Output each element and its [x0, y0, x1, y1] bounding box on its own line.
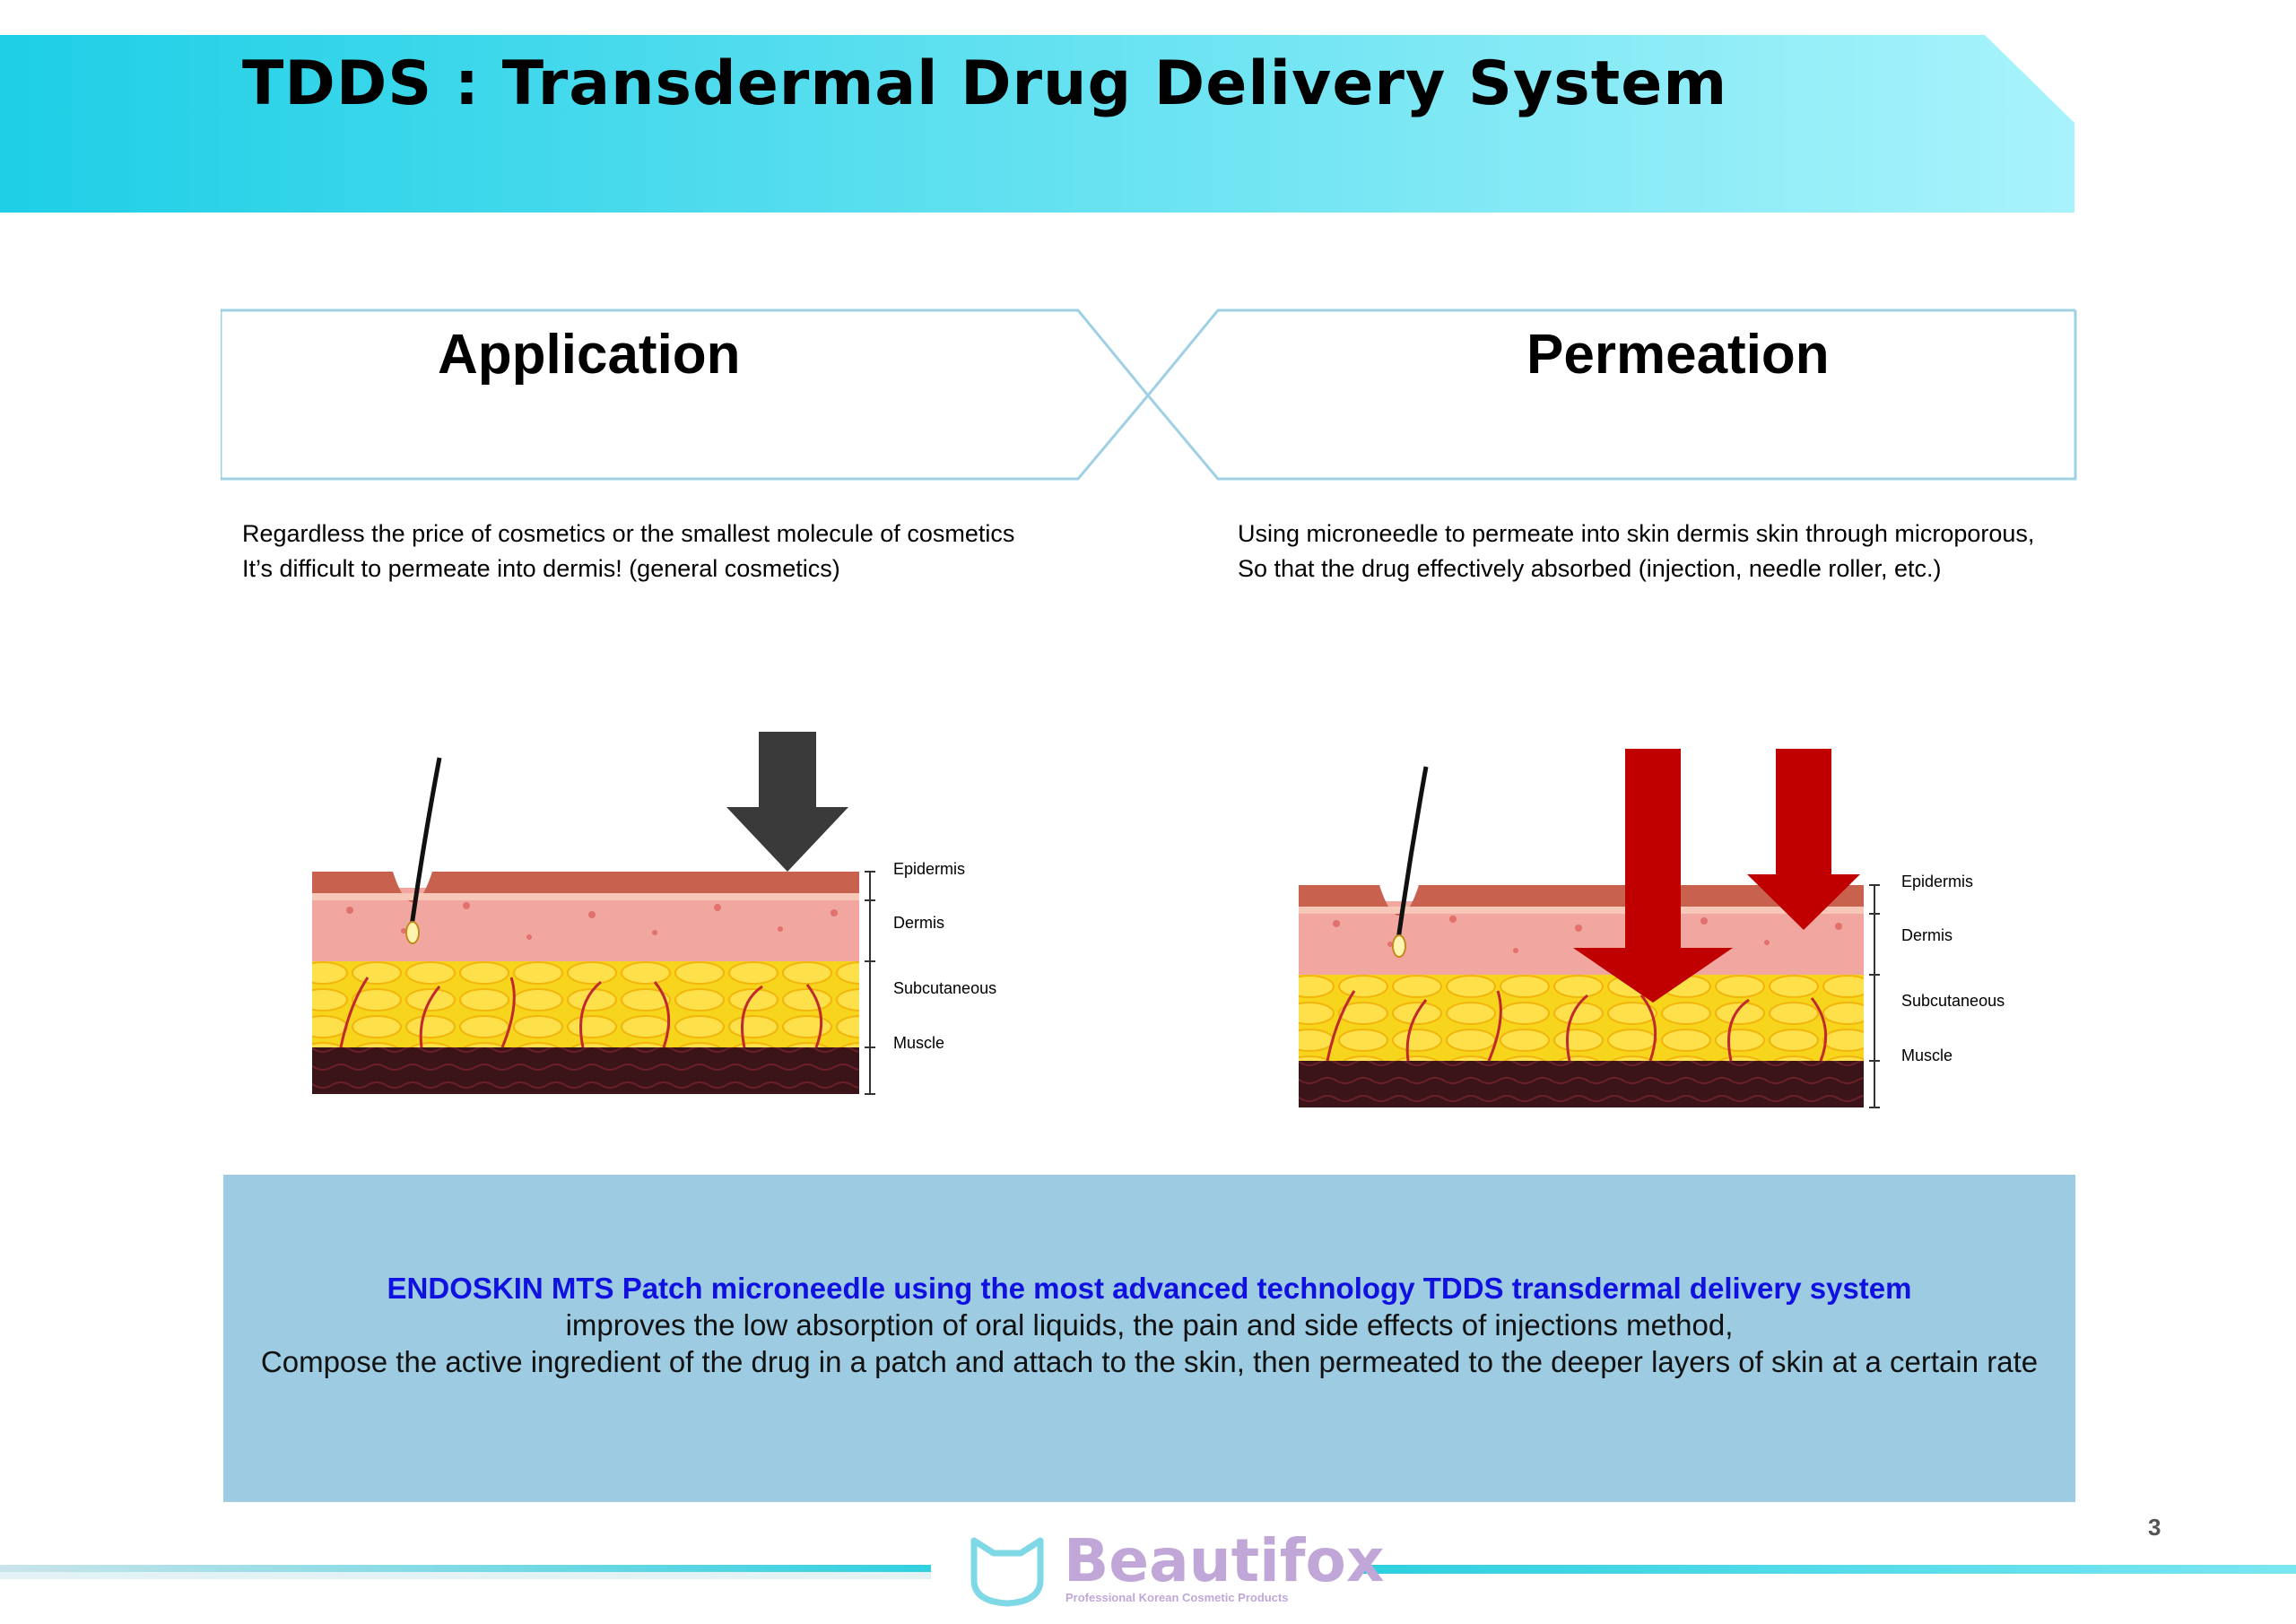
- footer-bar-right: [1363, 1565, 2296, 1574]
- info-panel: [223, 1175, 2075, 1502]
- hair-follicle: [1395, 766, 1429, 947]
- application-description: Regardless the price of cosmetics or the…: [242, 517, 1014, 586]
- brand-tagline: Professional Korean Cosmetic Products: [1065, 1591, 1289, 1604]
- page-title: TDDS : Transdermal Drug Delivery System: [242, 48, 1728, 119]
- layer-label-muscle: Muscle: [893, 1034, 945, 1052]
- page-number: 3: [2148, 1514, 2161, 1541]
- info-panel-line: improves the low absorption of oral liqu…: [565, 1308, 1734, 1342]
- application-desc-line: Regardless the price of cosmetics or the…: [242, 520, 1015, 547]
- layer-label-dermis: Dermis: [1901, 926, 1952, 944]
- red-arrow-shallow-icon: [1747, 749, 1860, 930]
- muscle-layer: [312, 1045, 859, 1094]
- hair-follicle: [408, 757, 442, 934]
- epidermis-layer: [312, 872, 859, 902]
- fox-logo-icon: [970, 1537, 1044, 1607]
- red-arrow-deep-icon: [1573, 749, 1733, 1003]
- info-panel-highlight: ENDOSKIN MTS Patch microneedle using the…: [387, 1272, 1912, 1305]
- skin-diagram-application: [312, 732, 875, 1095]
- header-band: [0, 35, 2074, 213]
- header-boxes: [221, 308, 2077, 481]
- info-panel-line: Compose the active ingredient of the dru…: [260, 1345, 2039, 1378]
- muscle-layer: [1299, 1058, 1864, 1107]
- application-desc-line: It’s difficult to permeate into dermis! …: [242, 555, 840, 582]
- brand-name: Beautifox: [1064, 1526, 1385, 1595]
- layer-label-subcutaneous: Subcutaneous: [1901, 992, 2005, 1010]
- permeation-desc-line: Using microneedle to permeate into skin …: [1238, 520, 2035, 547]
- skin-diagram-permeation: [1299, 749, 1880, 1108]
- layer-label-dermis: Dermis: [893, 914, 944, 932]
- permeation-description: Using microneedle to permeate into skin …: [1238, 517, 2034, 586]
- layer-label-muscle: Muscle: [1901, 1046, 1953, 1064]
- layer-label-subcutaneous: Subcutaneous: [893, 979, 997, 997]
- epidermis-layer: [1299, 885, 1864, 916]
- permeation-desc-line: So that the drug effectively absorbed (i…: [1238, 555, 1942, 582]
- subcutaneous-layer: [1299, 973, 1864, 1061]
- layer-label-epidermis: Epidermis: [1901, 873, 1974, 890]
- permeation-title: Permeation: [1526, 324, 1830, 386]
- footer-bar-left: [0, 1565, 931, 1579]
- down-arrow-icon: [726, 732, 848, 872]
- layer-label-epidermis: Epidermis: [893, 860, 966, 878]
- application-title: Application: [438, 324, 741, 386]
